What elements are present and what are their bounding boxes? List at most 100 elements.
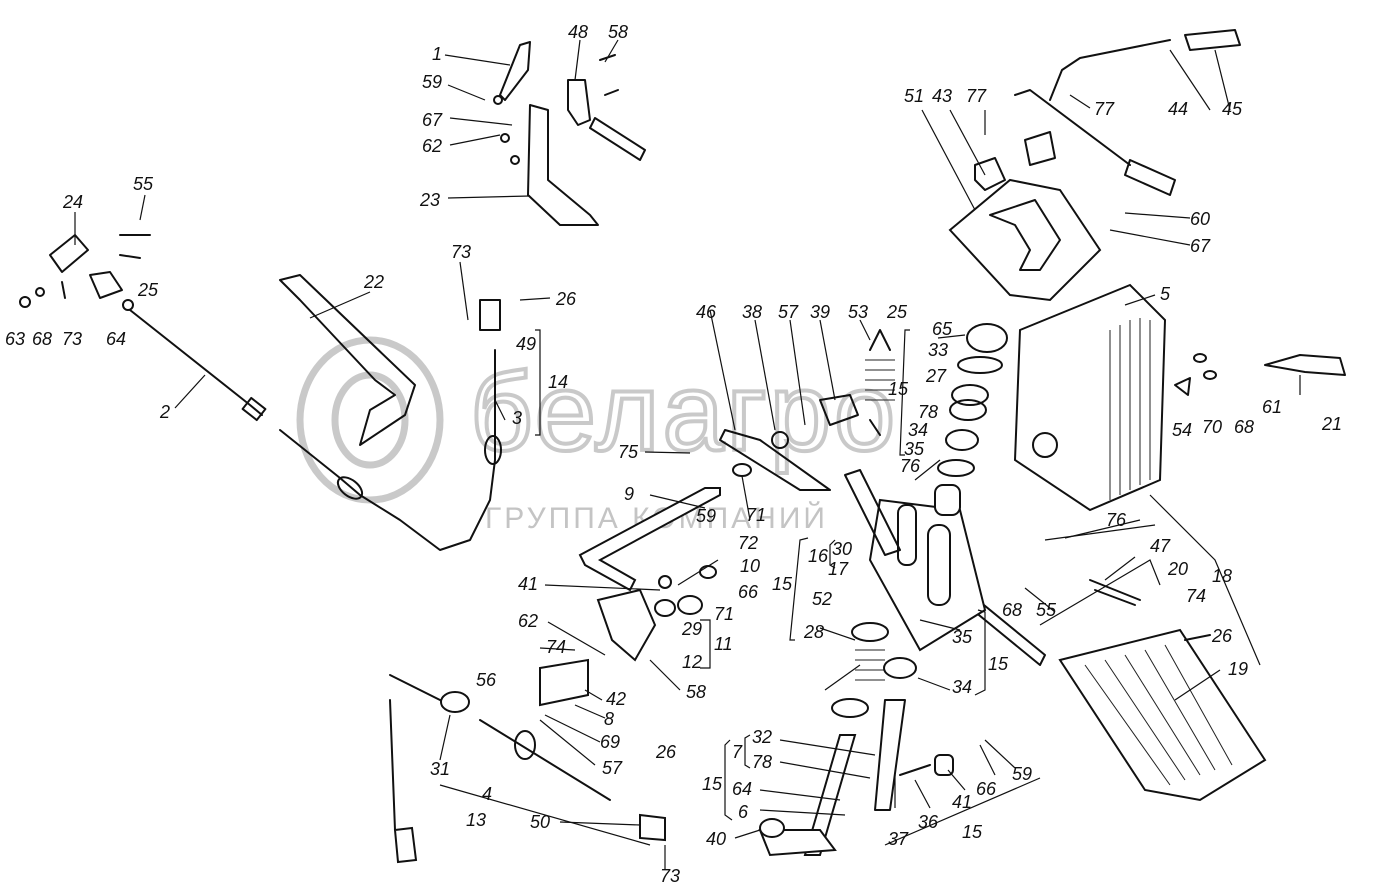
callout-41-left: 41 — [518, 574, 538, 594]
watermark-logo-ring — [296, 336, 444, 504]
callout-64-left: 64 — [106, 329, 126, 349]
bracket-8-assembly — [539, 622, 917, 718]
leader-lines — [74, 39, 1301, 870]
callout-25-left: 25 — [137, 280, 159, 300]
callout-34-upper: 34 — [908, 420, 928, 440]
callout-15-bottom: 15 — [962, 822, 983, 842]
callout-2: 2 — [159, 402, 170, 422]
callout-7: 7 — [732, 742, 743, 762]
callout-58-upper: 58 — [608, 22, 628, 42]
callout-27: 27 — [925, 366, 947, 386]
callout-57-lower: 57 — [602, 758, 623, 778]
callout-15-upper: 15 — [888, 379, 909, 399]
callout-71-upper: 71 — [746, 505, 766, 525]
callout-22: 22 — [363, 272, 384, 292]
callout-20: 20 — [1167, 559, 1188, 579]
callout-18: 18 — [1212, 566, 1232, 586]
callout-74-left: 74 — [546, 637, 566, 657]
callout-41-right: 41 — [952, 792, 972, 812]
callout-51: 51 — [904, 86, 924, 106]
callout-58-lower: 58 — [686, 682, 706, 702]
callout-65: 65 — [932, 319, 953, 339]
callout-49: 49 — [516, 334, 536, 354]
callout-66-lower: 66 — [976, 779, 997, 799]
left-linkage-assembly — [19, 234, 151, 311]
watermark-brand: белагро — [470, 351, 898, 474]
callout-74-right: 74 — [1186, 586, 1206, 606]
callout-4: 4 — [482, 784, 492, 804]
callout-39: 39 — [810, 302, 830, 322]
rod-assembly-13 — [389, 674, 666, 864]
callout-19: 19 — [1228, 659, 1248, 679]
callout-29: 29 — [681, 619, 702, 639]
callout-69: 69 — [600, 732, 620, 752]
callout-55-left: 55 — [133, 174, 154, 194]
callout-63: 63 — [5, 329, 25, 349]
callout-10: 10 — [740, 556, 760, 576]
callout-26-right: 26 — [1211, 626, 1233, 646]
callout-17: 17 — [828, 559, 849, 579]
right-fasteners — [1089, 353, 1346, 641]
callout-55-right: 55 — [1036, 600, 1057, 620]
callout-50: 50 — [530, 812, 550, 832]
callout-62-lower: 62 — [518, 611, 538, 631]
callout-16: 16 — [808, 546, 829, 566]
callout-35-lower: 35 — [952, 627, 973, 647]
watermark-logo-inner — [331, 371, 409, 469]
callout-30: 30 — [832, 539, 852, 559]
callout-64-lower: 64 — [732, 779, 752, 799]
top-bracket-assembly — [493, 41, 646, 226]
braces — [439, 329, 1261, 846]
callout-60: 60 — [1190, 209, 1210, 229]
callout-26-bottom: 26 — [655, 742, 677, 762]
callout-37: 37 — [888, 829, 909, 849]
lever-arm-assembly — [758, 699, 954, 857]
callout-59-lower: 59 — [1012, 764, 1032, 784]
callout-53: 53 — [848, 302, 868, 322]
callout-54: 54 — [1172, 420, 1192, 440]
pedal-shaft-assembly — [844, 469, 1046, 666]
callout-12: 12 — [682, 652, 702, 672]
spring-bracket-assembly — [719, 329, 895, 491]
callout-66-middle: 66 — [738, 582, 759, 602]
bracket-22 — [279, 274, 416, 446]
callout-56: 56 — [476, 670, 497, 690]
callout-43: 43 — [932, 86, 952, 106]
callout-36: 36 — [918, 812, 939, 832]
callout-11: 11 — [714, 634, 733, 654]
floor-plate-5 — [1013, 283, 1167, 512]
hand-lever-assembly — [948, 29, 1241, 302]
callout-44: 44 — [1168, 99, 1188, 119]
callout-45: 45 — [1222, 99, 1243, 119]
callout-76-upper: 76 — [900, 456, 921, 476]
callout-26-left: 26 — [555, 289, 577, 309]
callout-78-upper: 78 — [918, 402, 938, 422]
callout-47: 47 — [1150, 536, 1171, 556]
callout-67-upper: 67 — [422, 110, 443, 130]
callout-labels: 1 2 3 4 5 6 7 8 9 10 11 12 13 14 15 15 1… — [5, 22, 1342, 886]
callout-42: 42 — [606, 689, 626, 709]
lever-9-assembly — [578, 487, 721, 662]
callout-1: 1 — [432, 44, 442, 64]
callout-21: 21 — [1321, 414, 1342, 434]
callout-32: 32 — [752, 727, 772, 747]
callout-68-middle: 68 — [1002, 600, 1022, 620]
callout-59-upper: 59 — [422, 72, 442, 92]
callout-23: 23 — [419, 190, 440, 210]
callout-6: 6 — [738, 802, 749, 822]
callout-59-middle: 59 — [696, 506, 716, 526]
callout-57-upper: 57 — [778, 302, 799, 322]
callout-68-left: 68 — [32, 329, 52, 349]
callout-46: 46 — [696, 302, 717, 322]
callout-48: 48 — [568, 22, 588, 42]
callout-61: 61 — [1262, 397, 1282, 417]
callout-33: 33 — [928, 340, 948, 360]
callout-9: 9 — [624, 484, 634, 504]
parts — [19, 29, 1346, 864]
watermark: белагро ГРУППА КОМПАНИЙ — [296, 336, 898, 535]
callout-77-right: 77 — [1094, 99, 1115, 119]
callout-67-right: 67 — [1190, 236, 1211, 256]
callout-5: 5 — [1160, 284, 1171, 304]
callout-77-left: 77 — [966, 86, 987, 106]
